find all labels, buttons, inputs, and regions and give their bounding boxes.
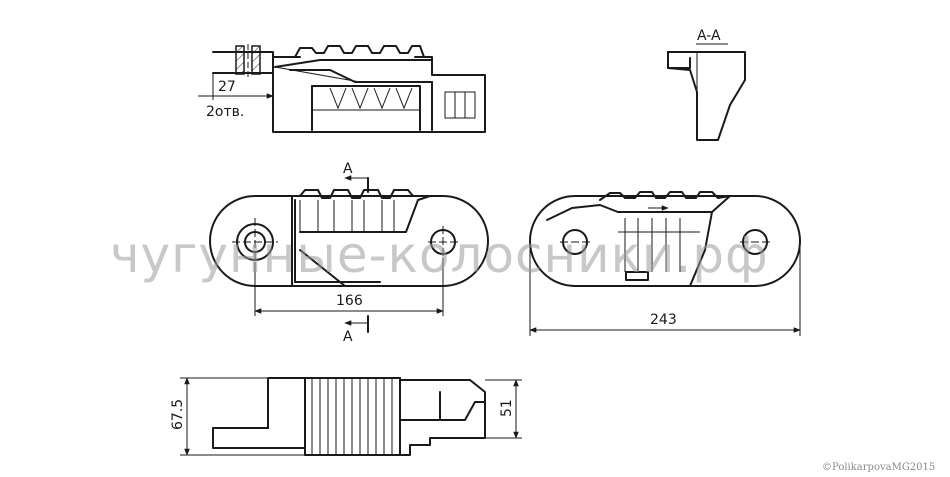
dimension-27-label: 27 [218, 79, 236, 95]
section-title: A-A [697, 28, 721, 44]
top-view: 27 2отв. [198, 44, 486, 133]
section-marker-bottom: A [343, 329, 353, 345]
dimension-166-label: 166 [336, 293, 363, 309]
section-a-a: A-A [667, 28, 746, 141]
watermark-text: чугунные-колосники.рф [110, 226, 769, 284]
holes-count-label: 2отв. [206, 104, 244, 120]
dimension-243-label: 243 [650, 312, 677, 328]
front-view-right: 243 [529, 191, 801, 336]
copyright-text: ©PolikarpovaMG2015 [822, 462, 935, 473]
section-marker-top: A [343, 161, 353, 177]
front-view-left: A A 166 [209, 161, 489, 345]
side-view: 67.5 51 [170, 377, 522, 456]
dimension-67-5-label: 67.5 [170, 399, 186, 430]
dimension-51-label: 51 [499, 399, 515, 417]
